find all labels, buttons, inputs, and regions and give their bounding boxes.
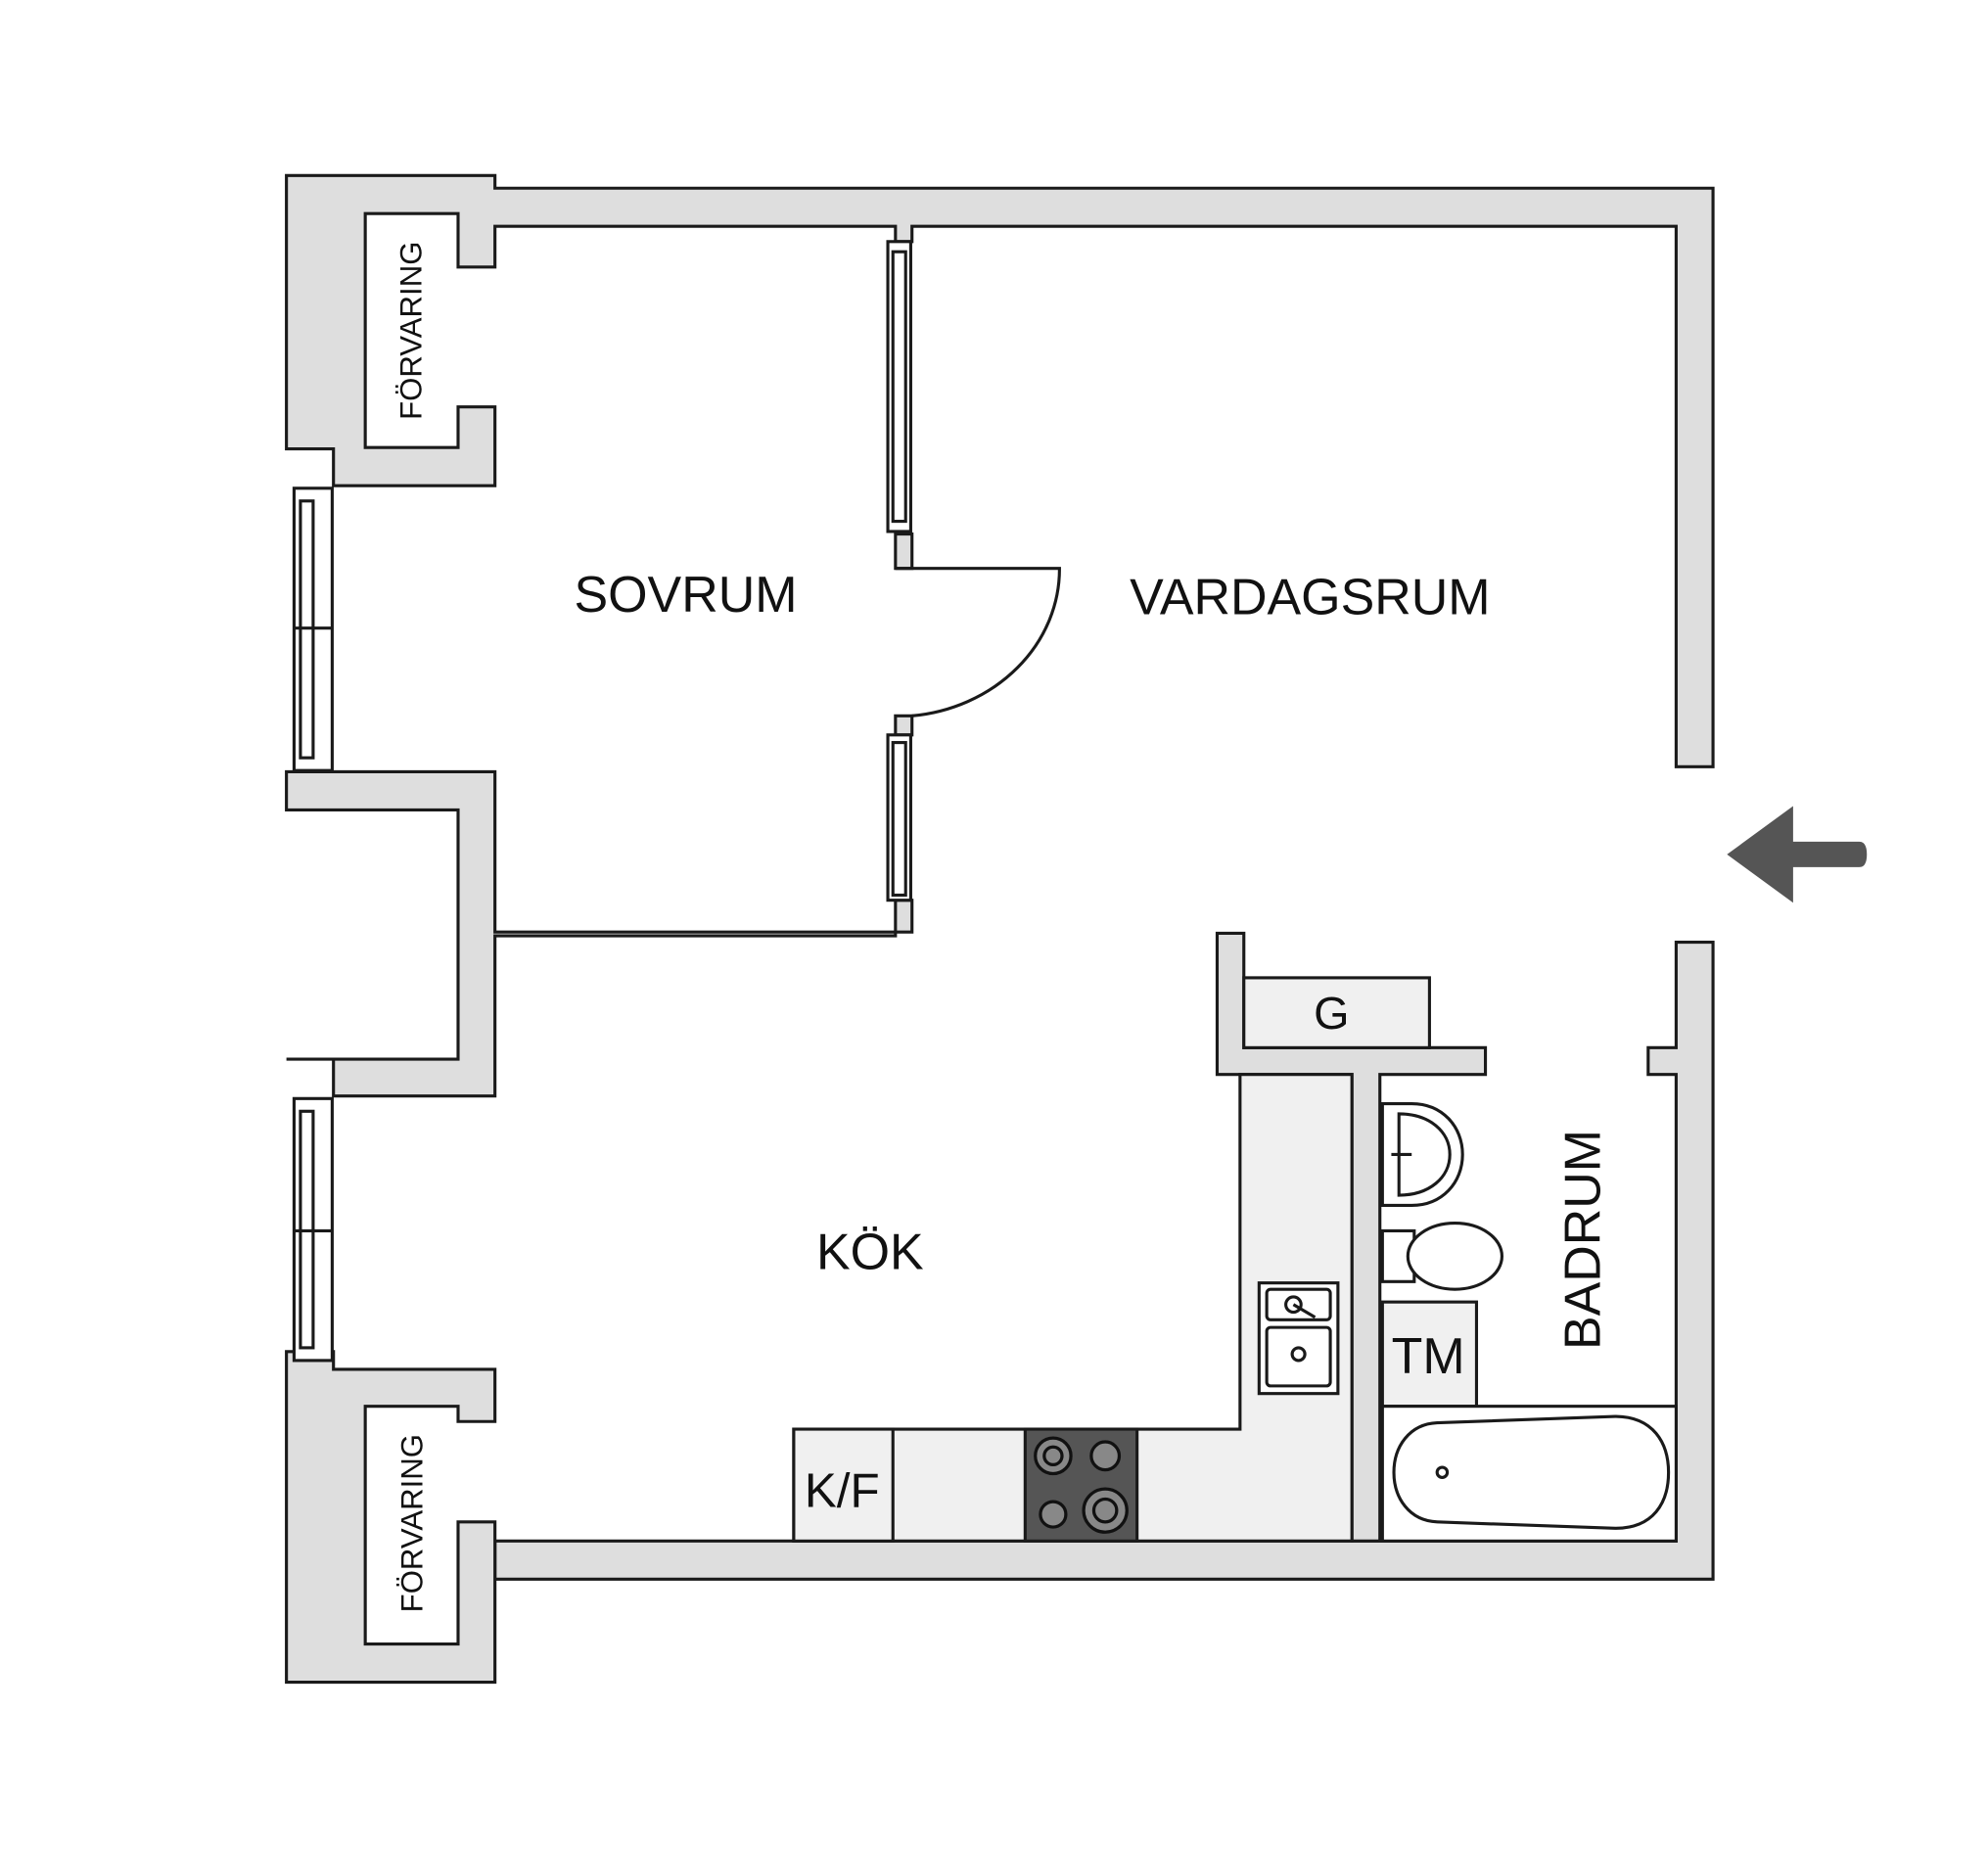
fixture-label-fridge-freezer: K/F — [805, 1463, 880, 1517]
window-top-left — [292, 486, 334, 772]
wall-divider-top — [894, 532, 914, 571]
stove-burners-icon — [1034, 1436, 1129, 1534]
entrance-arrow-icon — [1727, 806, 1868, 903]
window-bottom-left — [292, 1096, 334, 1363]
bathtub-icon — [1392, 1414, 1671, 1530]
wall-right-lower — [493, 940, 1715, 1581]
room-label-bathroom: BADRUM — [1554, 1130, 1611, 1350]
room-label-living-room: VARDAGSRUM — [1130, 569, 1490, 625]
wall-top — [285, 173, 1715, 768]
wall-bottom-left — [285, 1350, 497, 1685]
room-label-kitchen: KÖK — [816, 1224, 924, 1280]
washing-machine — [1380, 1300, 1479, 1409]
wardrobe-cabinet — [1242, 976, 1431, 1049]
wall-left-middle — [285, 769, 914, 1098]
fixture-label-wardrobe: G — [1314, 988, 1349, 1039]
window-divider-top — [886, 240, 912, 533]
washbasin-icon — [1380, 1101, 1464, 1207]
bedroom-door-swing — [895, 567, 1061, 717]
washbasin-bowl — [1397, 1112, 1452, 1197]
bathtub-drain-icon — [1435, 1465, 1450, 1479]
kitchen-sink-icon — [1257, 1281, 1340, 1396]
window-divider-bottom — [886, 733, 912, 902]
room-label-storage-bottom: FÖRVARING — [395, 1434, 430, 1612]
toilet-bowl-icon — [1406, 1222, 1503, 1291]
fixture-label-washer: TM — [1392, 1328, 1465, 1385]
room-label-bedroom: SOVRUM — [575, 567, 798, 624]
fridge-freezer — [792, 1427, 895, 1543]
toilet-icon — [1380, 1228, 1416, 1283]
room-label-storage-top: FÖRVARING — [393, 242, 428, 420]
wall-divider-bottom — [894, 714, 914, 737]
